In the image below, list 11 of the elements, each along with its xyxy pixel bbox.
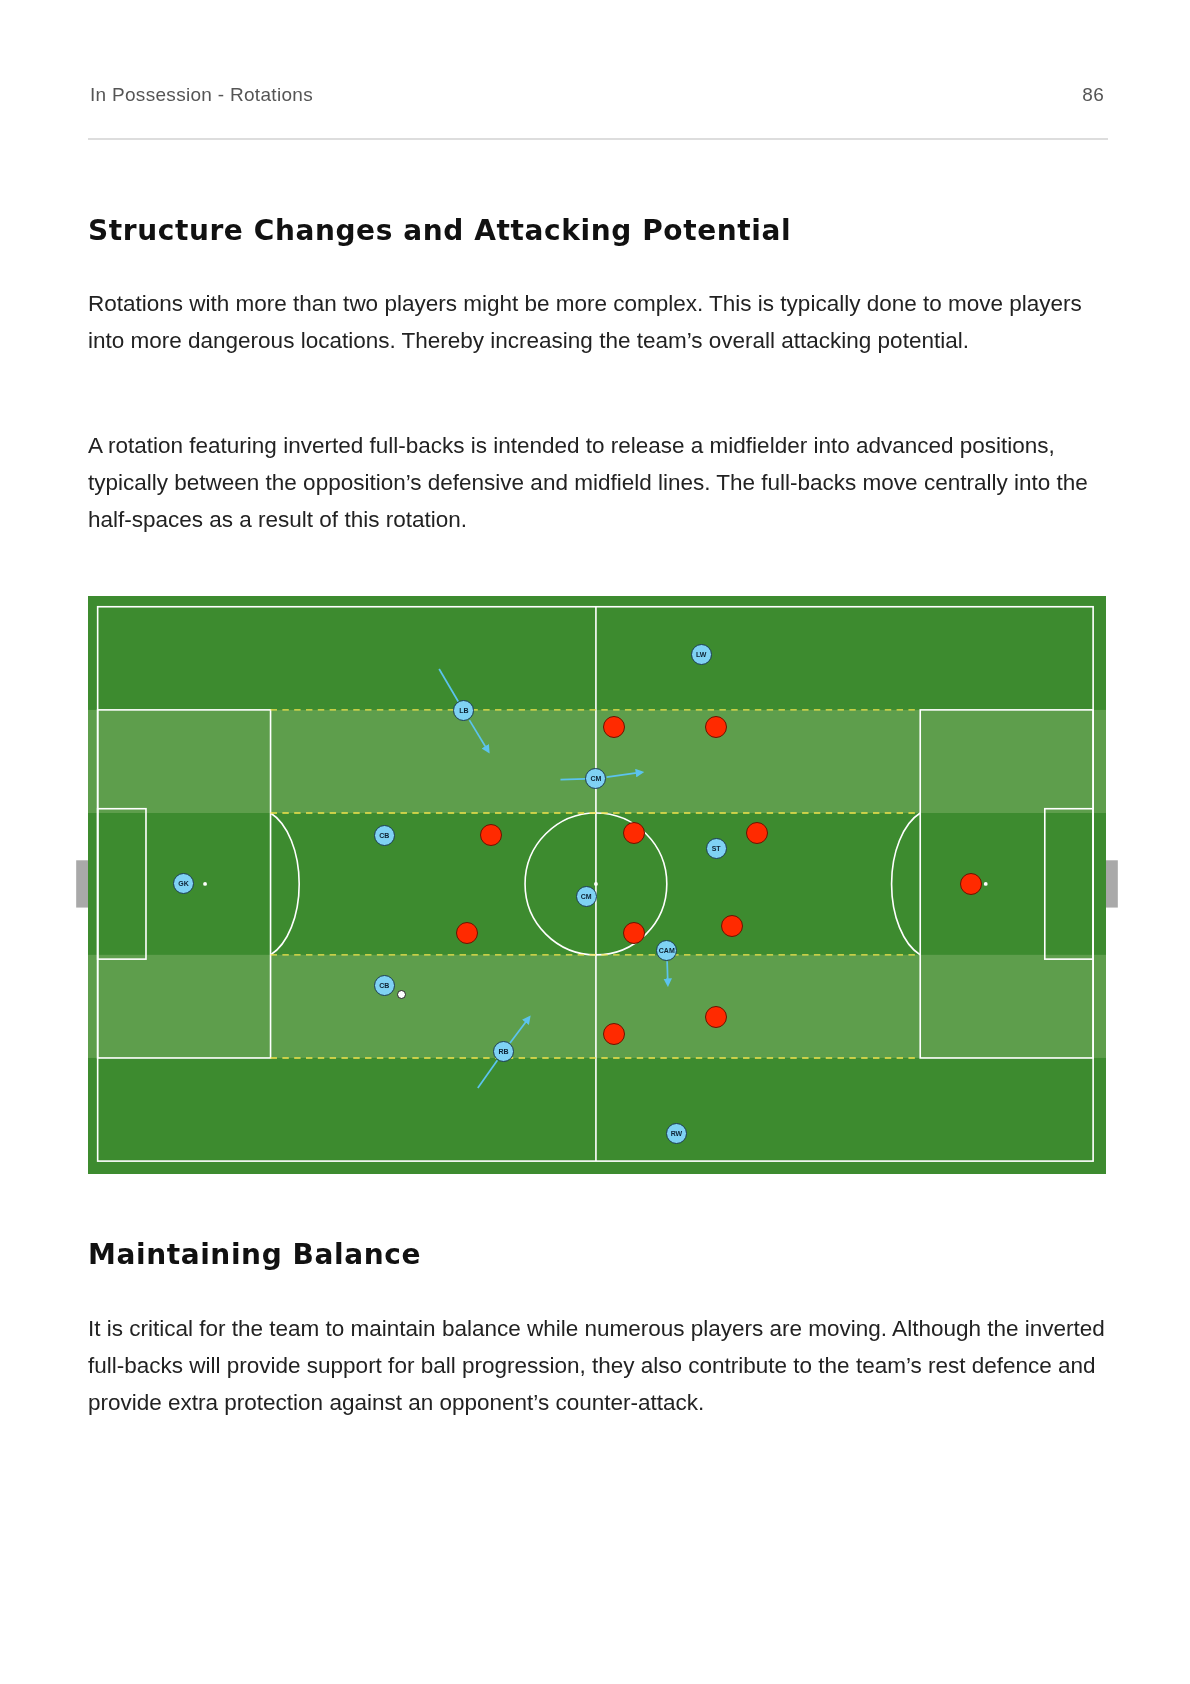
movement-arrow	[605, 768, 645, 778]
section-heading: Maintaining Balance	[88, 1238, 422, 1271]
page-number: 86	[1082, 84, 1104, 106]
header-title: In Possession - Rotations	[90, 84, 313, 106]
paragraph: It is critical for the team to maintain balance while numerous players are moving. Although the inverted full-backs will provide support for ball progression, they also contribute to the team’s rest defence and provide extra protection against an opponent’s counter-attack.	[88, 1315, 1106, 1417]
movement-arrow	[509, 1015, 531, 1044]
section-heading: Structure Changes and Attacking Potential	[88, 214, 792, 247]
paragraph: Rotations with more than two players might be more complex. This is typically done to move players into more dangerous locations. Thereby increasing the team’s overall attacking potential.	[88, 290, 1083, 355]
movement-arrow	[468, 719, 490, 754]
paragraph: A rotation featuring inverted full-backs is intended to release a midfielder into advanced positions, typically between the opposition’s defensive and midfield lines. The full-backs move centrally into the half-spaces as a result of this rotation.	[88, 432, 1089, 534]
movement-arrow	[663, 960, 672, 988]
